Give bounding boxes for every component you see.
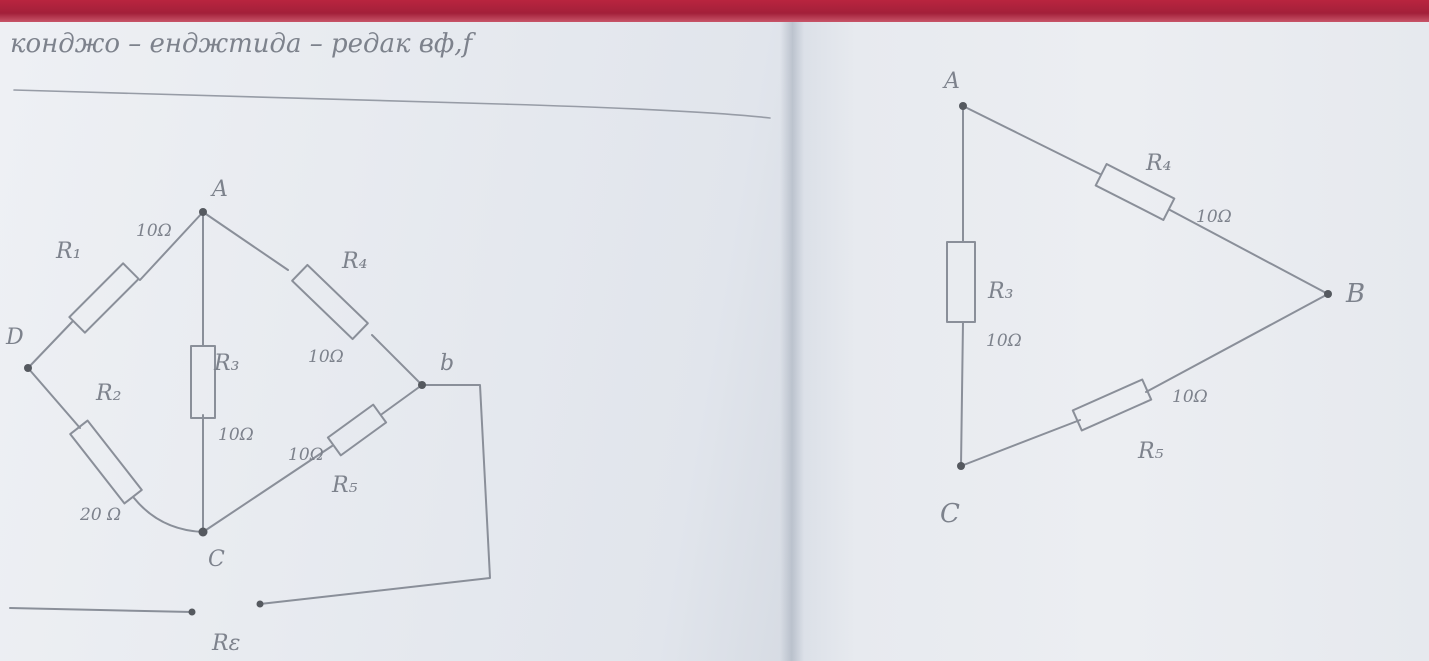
r2-label: R₂: [95, 381, 121, 406]
r3-value: 10Ω: [218, 425, 254, 445]
wire-source-d: [9, 607, 193, 613]
wire-r5-b: [381, 384, 423, 415]
r4-label: R₄: [1145, 151, 1171, 176]
resistor-r4: [291, 263, 369, 341]
source-label: Rε: [211, 631, 240, 656]
r5-value: 10Ω: [1172, 387, 1208, 407]
r1-label: R₁: [55, 239, 81, 264]
resistor-r3: [946, 241, 976, 323]
node-d-dot: [24, 364, 32, 372]
notebook-spine: [780, 14, 804, 661]
left-notebook-page: [0, 14, 792, 661]
resistor-r5: [1071, 378, 1153, 432]
node-b-dot: [1324, 290, 1332, 298]
wire-b-source: [259, 384, 491, 605]
notebook-cover-edge: [0, 0, 1429, 22]
node-b-label: b: [440, 351, 454, 376]
wire-d-r2: [27, 367, 81, 429]
wire-r4-b: [1169, 209, 1329, 295]
right-notebook-page: [792, 18, 1429, 661]
wire-c-r5: [202, 445, 333, 533]
source-terminal-left: [188, 608, 196, 616]
node-c-dot: [198, 527, 208, 537]
wire-d-r1: [27, 321, 73, 369]
bridge-circuit: A b C D R₁ 10Ω R₂ 20 Ω R₃ 10Ω R₄ 10Ω R₅ …: [5, 177, 491, 656]
wire-a-r4: [202, 211, 289, 271]
node-b-label: B: [1345, 279, 1365, 309]
node-b-dot: [418, 381, 426, 389]
left-page-heading: конджо – енджтида – редак вф,f: [10, 29, 771, 119]
source-terminal-right: [256, 600, 264, 608]
node-a-label: A: [942, 69, 960, 94]
resistor-r4: [1094, 163, 1176, 221]
node-d-label: D: [5, 325, 24, 350]
node-c-dot: [957, 462, 965, 470]
node-c-label: C: [940, 499, 960, 529]
wire-a-r4: [962, 105, 1101, 175]
heading-text: конджо – енджтида – редак вф,f: [10, 29, 477, 59]
wire-r3-c: [960, 321, 964, 467]
resistor-r5: [326, 403, 388, 457]
r3-label: R₃: [213, 351, 239, 376]
resistor-r2: [69, 419, 143, 505]
node-a-dot: [199, 208, 207, 216]
wire-r4-b: [371, 334, 423, 386]
wire-r1-a: [139, 211, 204, 281]
node-a-label: A: [210, 177, 228, 202]
r3-value: 10Ω: [986, 331, 1022, 351]
node-a-dot: [959, 102, 967, 110]
heading-rule: [13, 89, 771, 119]
r4-label: R₄: [341, 249, 367, 274]
resistor-r3: [190, 345, 216, 419]
wire-c-r5: [960, 419, 1081, 467]
r4-value: 10Ω: [308, 347, 344, 367]
wire-r2-c: [133, 497, 204, 533]
r5-value: 10Ω: [288, 445, 324, 465]
r2-value: 20 Ω: [79, 505, 121, 525]
delta-circuit: A B C R₄ 10Ω R₃ 10Ω R₅ 10Ω: [940, 69, 1365, 529]
r5-label: R₅: [331, 473, 358, 498]
r3-label: R₃: [987, 279, 1013, 304]
r4-value: 10Ω: [1196, 207, 1232, 227]
wire-r5-b: [1145, 293, 1329, 393]
node-c-label: C: [208, 547, 225, 572]
resistor-r1: [68, 262, 140, 334]
r1-value: 10Ω: [136, 221, 172, 241]
r5-label: R₅: [1137, 439, 1164, 464]
